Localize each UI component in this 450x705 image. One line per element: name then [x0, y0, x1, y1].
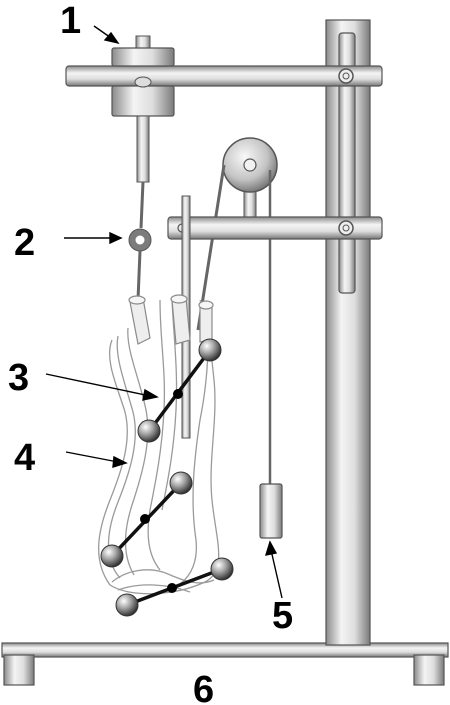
arrow-4	[65, 451, 119, 463]
callout-label-4: 4	[14, 437, 35, 479]
marker-triad-middle	[100, 471, 193, 568]
upper-arm-bolt	[338, 68, 354, 84]
callout-label-6: 6	[193, 669, 214, 705]
callout-arrows	[45, 25, 283, 599]
arrow-3	[45, 373, 151, 397]
middle-arm-bolt	[338, 220, 354, 236]
upper-arm	[65, 65, 383, 87]
arrow-5	[270, 549, 283, 599]
callout-label-1: 1	[60, 0, 81, 42]
callout-label-5: 5	[272, 595, 293, 637]
counterweight	[259, 483, 283, 539]
marker-triad-lower	[115, 557, 234, 617]
force-transducer	[111, 35, 175, 183]
marker-triad-upper	[137, 338, 222, 443]
middle-arm	[167, 216, 383, 240]
pulley	[222, 137, 278, 221]
callout-label-3: 3	[8, 357, 29, 399]
vertical-column	[325, 19, 371, 646]
tendon-string-upper	[139, 181, 145, 229]
callout-label-2: 2	[14, 222, 35, 264]
tendon-string-lower	[136, 250, 142, 301]
base-foot-right	[413, 654, 445, 686]
base-stand	[1, 642, 449, 686]
base-foot-left	[3, 654, 35, 686]
connector-ring	[128, 228, 152, 252]
bone-stubs	[128, 294, 214, 345]
